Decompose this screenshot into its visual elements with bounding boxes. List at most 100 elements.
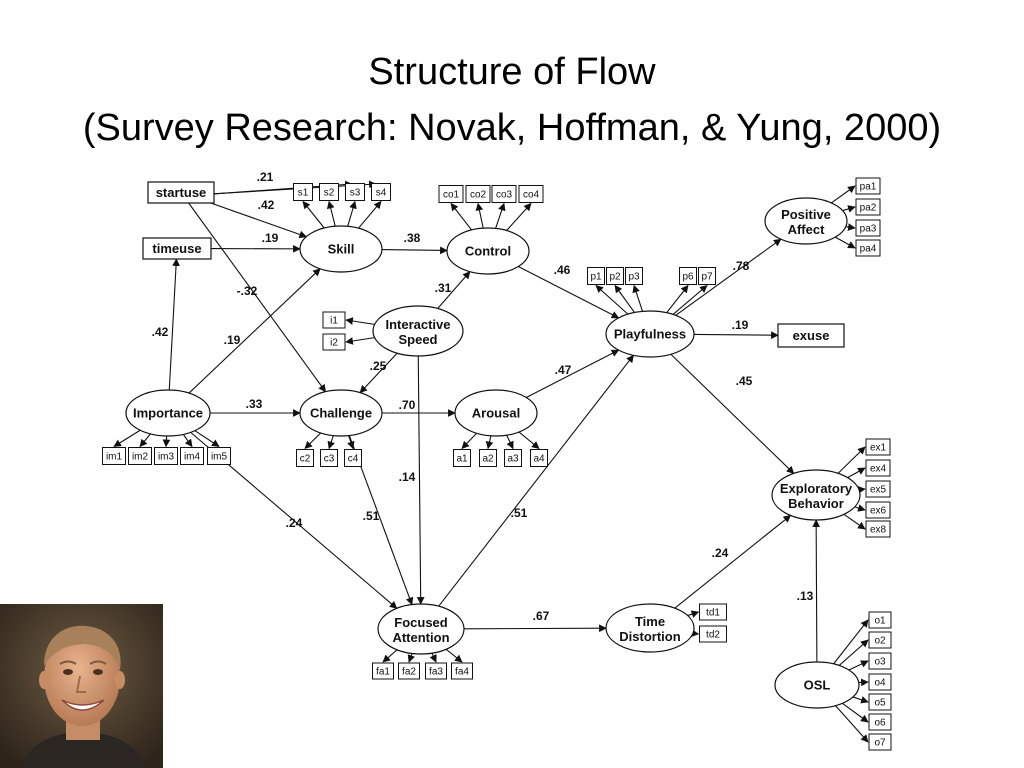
loading-importance-im1	[113, 429, 141, 447]
indicator-label: p2	[609, 272, 621, 283]
indicator-label: a4	[533, 454, 545, 465]
loading-osl-o7	[835, 705, 869, 743]
loading-positive_affect-pa3	[845, 223, 856, 231]
loading-exploratory_behavior-ex1	[837, 446, 866, 474]
construct-label: Arousal	[472, 406, 520, 421]
portrait-photo	[0, 604, 163, 768]
indicator-box-o5	[868, 693, 892, 711]
path-coefficient: .51	[363, 509, 380, 523]
indicator-box-s3	[345, 183, 365, 201]
construct-label: OSL	[804, 678, 831, 693]
path-coefficient: .31	[435, 281, 452, 295]
indicator-label: ex8	[870, 525, 887, 536]
construct-positive_affect	[764, 197, 848, 245]
path-interactive_speed-to-challenge	[359, 352, 398, 394]
construct-importance	[125, 389, 211, 437]
path-coefficient: .19	[224, 333, 241, 347]
loading-focused_attention-fa1	[382, 649, 398, 663]
path-playfulness-to-positive_affect	[675, 238, 782, 316]
path-coefficient: .67	[533, 609, 550, 623]
indicator-label: o2	[874, 636, 886, 647]
loading-exploratory_behavior-ex6	[854, 504, 866, 512]
construct-time_distortion	[605, 603, 695, 653]
indicator-box-ex4	[865, 459, 891, 477]
measured-startuse	[147, 181, 215, 204]
path-playfulness-to-exuse	[693, 331, 779, 339]
loading-challenge-c2	[304, 432, 322, 450]
construct-challenge	[299, 389, 383, 437]
indicator-label: p7	[701, 272, 713, 283]
loading-osl-o2	[838, 639, 869, 666]
indicator-label: pa4	[860, 244, 877, 255]
indicator-label: s1	[298, 188, 309, 199]
path-coefficient: .38	[404, 231, 421, 245]
loading-skill-s3	[347, 200, 357, 227]
path-coefficient: .42	[152, 325, 169, 339]
loading-control-co1	[450, 202, 473, 231]
indicator-label: ex1	[870, 443, 887, 454]
construct-label: Skill	[328, 242, 355, 257]
path-coefficient: .13	[797, 589, 814, 603]
title-line-2: (Survey Research: Novak, Hoffman, & Yung…	[82, 107, 942, 149]
path-coefficient: .46	[554, 263, 571, 277]
indicator-label: ex4	[870, 464, 887, 475]
loading-osl-o3	[848, 660, 869, 671]
indicator-label: c4	[348, 454, 359, 465]
indicator-label: p6	[682, 272, 694, 283]
construct-label: Playfulness	[614, 327, 686, 342]
measured-timeuse	[142, 237, 212, 260]
indicator-label: ex6	[870, 506, 887, 517]
loading-control-co3	[495, 202, 506, 229]
construct-label: Challenge	[310, 406, 372, 421]
path-osl-to-exploratory_behavior	[812, 519, 821, 663]
loading-skill-s1	[302, 200, 325, 229]
indicator-label: im1	[106, 452, 123, 463]
indicator-box-co3	[491, 185, 517, 203]
loading-playfulness-p7	[672, 285, 708, 315]
indicator-label: a3	[507, 454, 519, 465]
indicator-box-o3	[868, 652, 892, 670]
indicator-label: o3	[874, 657, 886, 668]
construct-focused_attention	[377, 603, 465, 655]
indicator-box-c4	[344, 449, 362, 467]
path-coefficient: .33	[246, 397, 263, 411]
loading-skill-s2	[326, 200, 336, 227]
path-startuse-to-challenge	[188, 202, 326, 393]
path-coefficient: .24	[286, 516, 303, 530]
construct-playfulness	[605, 310, 695, 358]
loading-playfulness-p2	[614, 284, 635, 313]
loading-arousal-a4	[518, 431, 540, 449]
indicator-label: c3	[324, 454, 335, 465]
loading-challenge-c3	[327, 435, 335, 450]
indicator-label: p3	[628, 272, 640, 283]
indicator-label: co1	[443, 190, 460, 201]
indicator-box-o4	[868, 673, 892, 691]
indicator-box-ex8	[865, 520, 891, 538]
loading-playfulness-p3	[632, 284, 644, 312]
loading-arousal-a2	[485, 435, 494, 450]
indicator-box-o2	[868, 631, 892, 649]
path-coefficient: .24	[712, 546, 729, 560]
indicator-box-pa1	[855, 177, 881, 195]
loading-focused_attention-fa3	[429, 652, 437, 663]
indicator-label: im5	[211, 452, 228, 463]
loading-exploratory_behavior-ex4	[847, 467, 866, 479]
indicator-label: ex5	[870, 485, 887, 496]
indicator-label: s4	[376, 188, 387, 199]
indicator-box-im4	[180, 447, 204, 465]
indicator-box-p3	[625, 267, 643, 285]
indicator-label: o1	[874, 616, 886, 627]
indicator-label: s3	[350, 188, 361, 199]
indicator-box-s4	[371, 183, 391, 201]
indicator-box-pa3	[855, 219, 881, 237]
loading-importance-im5	[194, 430, 220, 447]
indicator-box-p6	[679, 267, 697, 285]
path-coefficient: .19	[732, 318, 749, 332]
title-line-1: Structure of Flow	[368, 51, 656, 93]
path-control-to-playfulness	[518, 266, 620, 319]
path-skill-to-control	[381, 246, 448, 255]
